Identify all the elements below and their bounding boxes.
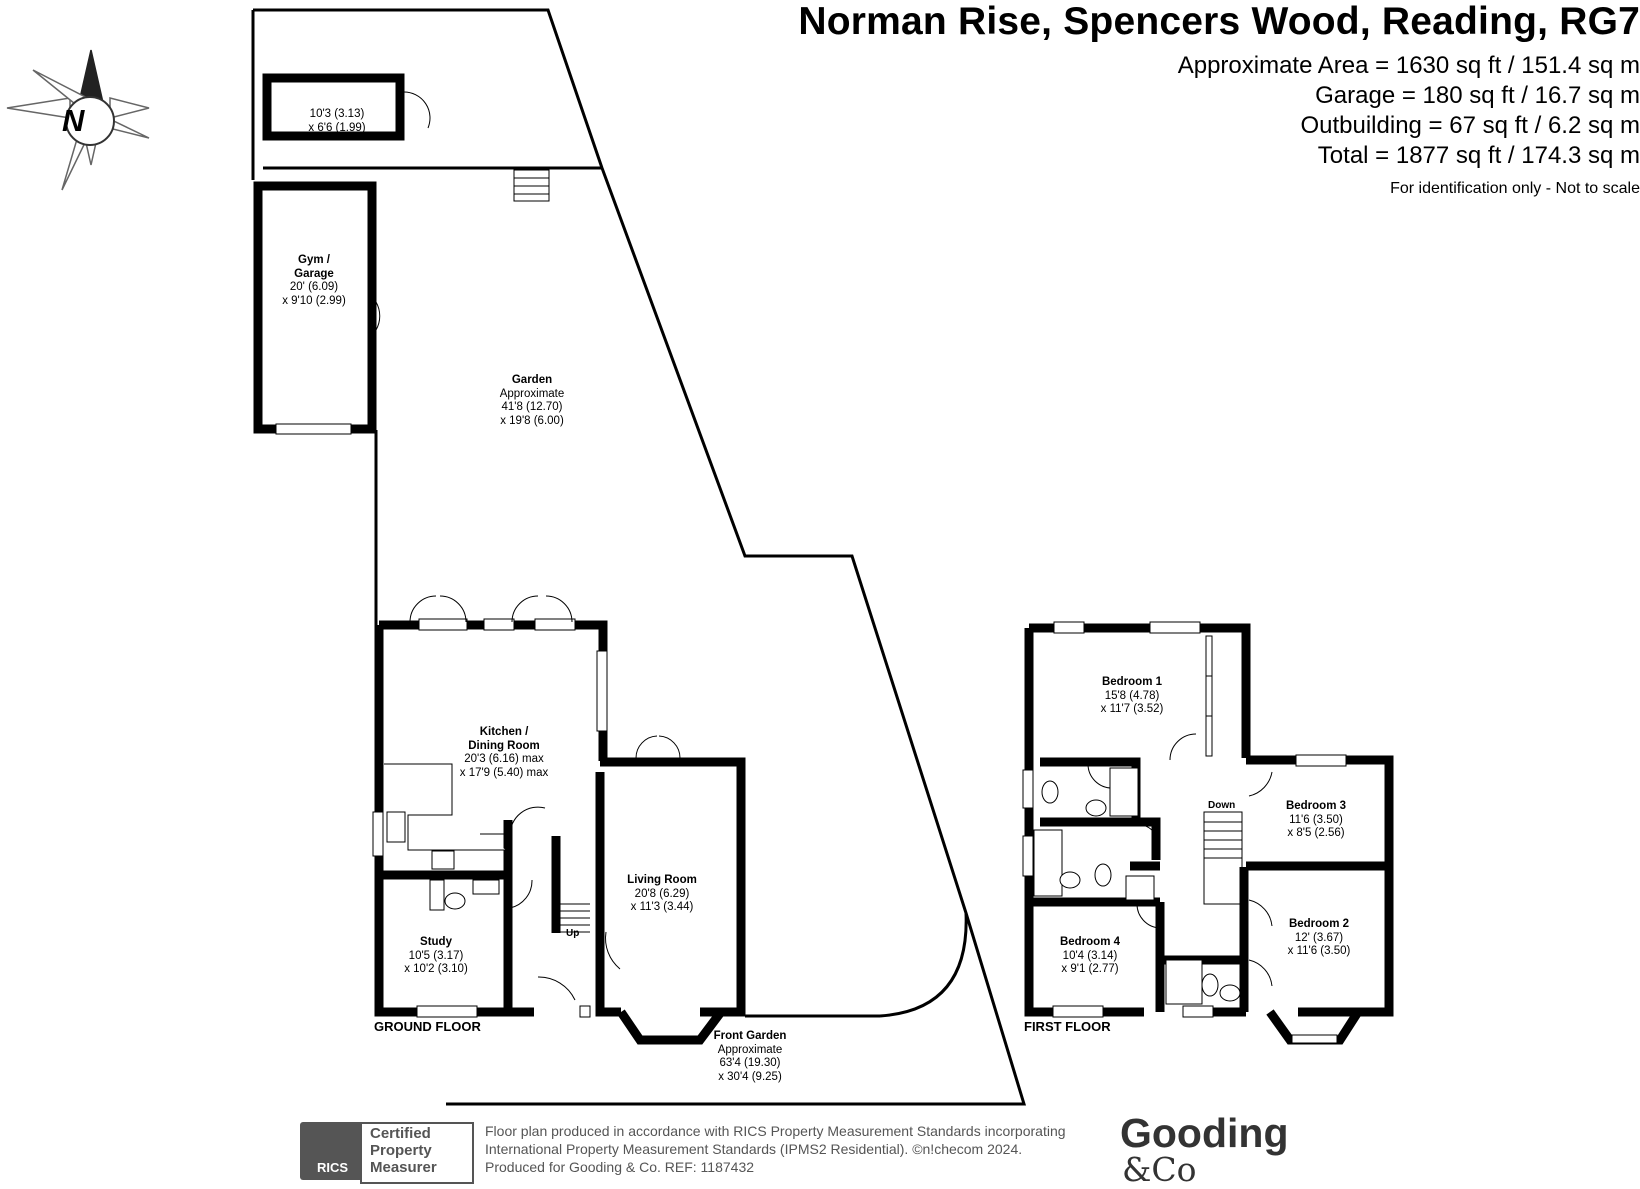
bedroom-1-label: Bedroom 1 15'8 (4.78) x 11'7 (3.52) bbox=[1100, 676, 1164, 715]
agent-logo-gooding: Gooding bbox=[1120, 1110, 1289, 1156]
first-floor-label: FIRST FLOOR bbox=[1024, 1019, 1111, 1034]
garden-steps bbox=[513, 169, 550, 202]
total-area: Total = 1877 sq ft / 174.3 sq m bbox=[1317, 142, 1640, 169]
compass-north-label: N bbox=[62, 103, 85, 138]
stairs-ground bbox=[556, 903, 590, 933]
front-garden-label: Front Garden Approximate 63'4 (19.30) x … bbox=[713, 1030, 787, 1083]
garage-door bbox=[275, 423, 352, 435]
outbuilding-area: Outbuilding = 67 sq ft / 6.2 sq m bbox=[1300, 112, 1640, 139]
gym-garage-label: Gym / Garage 20' (6.09) x 9'10 (2.99) bbox=[282, 254, 346, 307]
stairs-down-label: Down bbox=[1208, 800, 1236, 811]
front-garden-curve bbox=[879, 912, 968, 1018]
certified-measurer-badge bbox=[360, 1122, 474, 1184]
wc-fixtures bbox=[429, 879, 500, 911]
compass-rose bbox=[6, 49, 150, 191]
certified-measurer-text: Certified Property Measurer bbox=[370, 1125, 437, 1176]
garage-side-door bbox=[375, 301, 381, 331]
property-title: Norman Rise, Spencers Wood, Reading, RG7 bbox=[798, 0, 1640, 43]
bedroom-2-label: Bedroom 2 12' (3.67) x 11'6 (3.50) bbox=[1287, 918, 1351, 957]
living-bay-window bbox=[617, 1009, 725, 1045]
rics-logo-text: RICS bbox=[317, 1160, 349, 1175]
first-floor-openings bbox=[1022, 621, 1347, 1044]
ground-floor-label: GROUND FLOOR bbox=[374, 1019, 481, 1034]
outbuilding-label: 10'3 (3.13) x 6'6 (1.99) bbox=[308, 108, 366, 134]
study-label: Study 10'5 (3.17) x 10'2 (3.10) bbox=[404, 936, 468, 975]
living-room-label: Living Room 20'8 (6.29) x 11'3 (3.44) bbox=[627, 874, 697, 913]
garden-boundary bbox=[251, 8, 1027, 1106]
garden-label: Garden Approximate 41'8 (12.70) x 19'8 (… bbox=[499, 374, 565, 427]
footer-disclaimer: Floor plan produced in accordance with R… bbox=[485, 1123, 1066, 1175]
bedroom-3-label: Bedroom 3 11'6 (3.50) x 8'5 (2.56) bbox=[1285, 800, 1347, 839]
first-floor-walls bbox=[1024, 623, 1394, 1017]
stairs-up-label: Up bbox=[566, 928, 580, 939]
outbuilding-walls bbox=[262, 73, 405, 141]
kitchen-dining-label: Kitchen / Dining Room 20'3 (6.16) max x … bbox=[459, 726, 549, 779]
outbuilding-door bbox=[403, 91, 431, 129]
approximate-area: Approximate Area = 1630 sq ft / 151.4 sq… bbox=[1177, 52, 1640, 79]
bathroom-fixtures bbox=[1033, 767, 1241, 1005]
stairs-first bbox=[1203, 811, 1243, 905]
agent-logo-co: &Co bbox=[1122, 1150, 1197, 1189]
kitchen-units bbox=[384, 763, 506, 870]
garage-area: Garage = 180 sq ft / 16.7 sq m bbox=[1315, 82, 1640, 109]
not-to-scale-note: For identification only - Not to scale bbox=[1390, 180, 1640, 197]
bedroom-4-label: Bedroom 4 10'4 (3.14) x 9'1 (2.77) bbox=[1059, 936, 1121, 975]
